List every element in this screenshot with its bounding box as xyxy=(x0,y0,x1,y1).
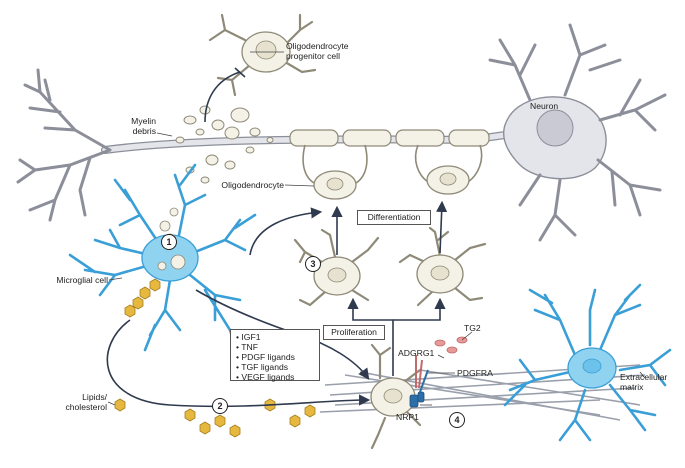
opc-top xyxy=(208,13,317,97)
step-3-badge: 3 xyxy=(305,256,321,272)
label-neuron: Neuron xyxy=(530,101,559,111)
neuron-left-dendrites xyxy=(16,68,112,222)
arrow-lipid-loop xyxy=(106,319,371,408)
neuron-nucleus xyxy=(536,109,574,147)
differentiation-box: Differentiation xyxy=(357,210,431,225)
pdgfra-receptor xyxy=(419,369,429,393)
factor-item: PDGF ligands xyxy=(236,352,314,362)
factor-item: VEGF ligands xyxy=(236,372,314,382)
step-1-badge: 1 xyxy=(161,234,177,250)
oligodendrocyte-left xyxy=(302,144,368,200)
adgrg1-receptor xyxy=(415,355,423,389)
label-oligodendrocyte: Oligodendrocyte xyxy=(221,180,284,190)
astrocyte xyxy=(503,283,672,442)
label-pdgfra: PDGFRA xyxy=(457,368,493,378)
arrow-differentiation-right xyxy=(436,200,448,254)
microglial-cell xyxy=(68,163,257,352)
nrp1-receptor xyxy=(409,391,425,408)
label-microglial-cell: Microglial cell xyxy=(56,275,108,285)
proliferation-box: Proliferation xyxy=(323,325,385,340)
opc-middle-left xyxy=(293,228,380,307)
label-nrp1: NRP1 xyxy=(396,412,419,422)
lipid-droplets xyxy=(114,278,316,438)
label-tg2: TG2 xyxy=(464,323,481,333)
opc-middle-right xyxy=(398,226,487,307)
arrow-microglia-to-oligo xyxy=(249,207,323,256)
arrow-proliferation-split xyxy=(347,297,394,376)
step-2-badge: 2 xyxy=(212,398,228,414)
factor-item: TGF ligands xyxy=(236,362,314,372)
factor-item: TNF xyxy=(236,342,314,352)
tg2-molecules xyxy=(434,336,468,354)
leader-lines xyxy=(107,51,646,406)
oligodendrocyte-right xyxy=(414,144,483,195)
growth-factor-list: IGF1 TNF PDGF ligands TGF ligands VEGF l… xyxy=(230,329,320,382)
arrow-debris-to-opc xyxy=(204,71,241,123)
myelin-debris xyxy=(175,105,274,184)
factor-item: IGF1 xyxy=(236,332,314,342)
label-lipids: Lipids/cholesterol xyxy=(65,392,107,412)
step-4-badge: 4 xyxy=(449,412,465,428)
label-adgrg1: ADGRG1 xyxy=(398,348,435,358)
myelin-sheaths xyxy=(289,129,490,147)
neuron-right-dendrites xyxy=(488,23,667,242)
